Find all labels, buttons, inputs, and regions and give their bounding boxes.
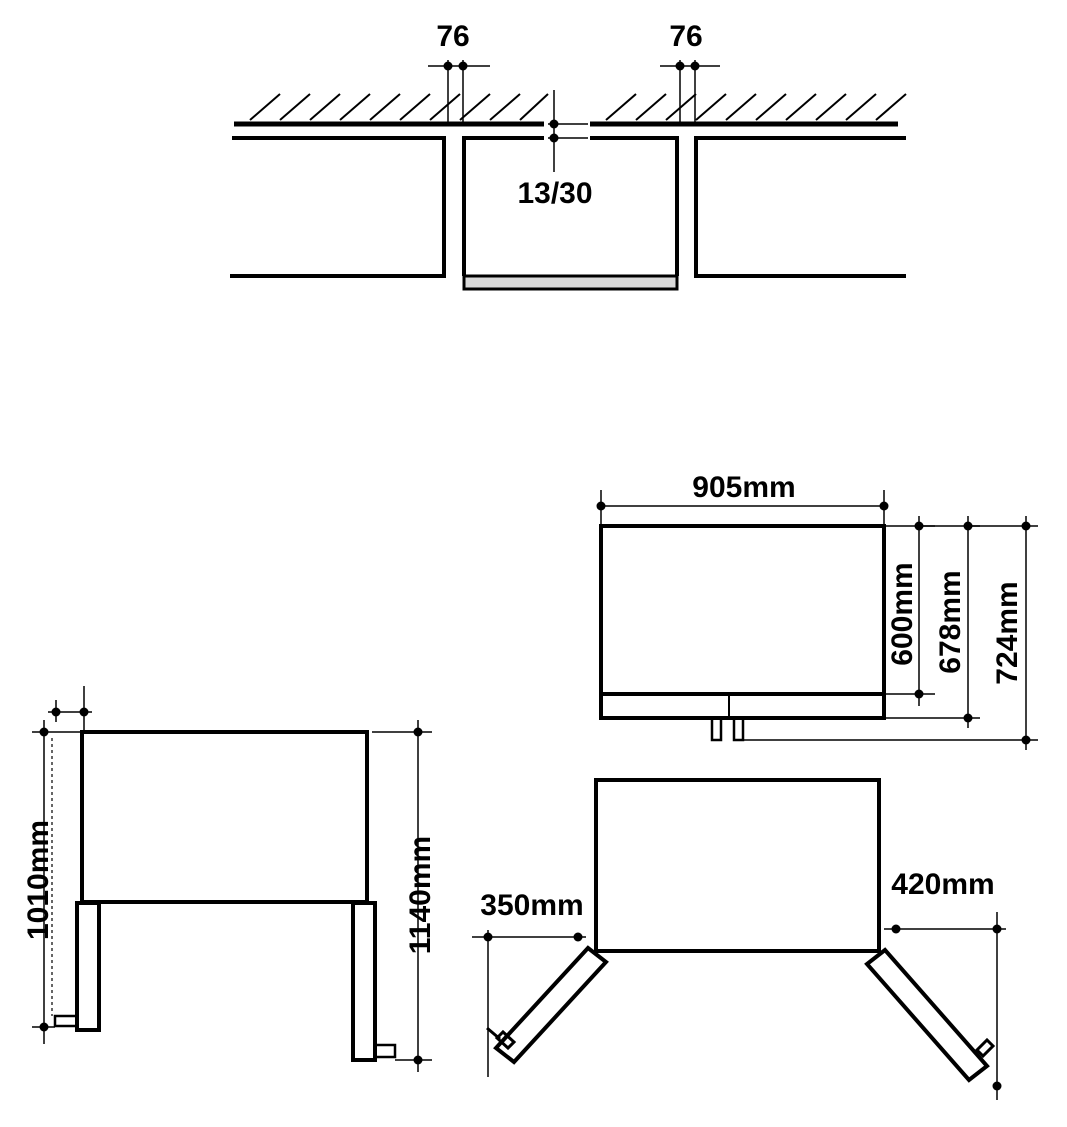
doors-open-view: 350mm 420mm bbox=[472, 778, 1006, 1100]
top-gap-dimension: 13/30 bbox=[517, 90, 593, 210]
left-door-clearance-dimension: 350mm bbox=[472, 889, 586, 1077]
depth-678-dimension: 678mm bbox=[884, 516, 980, 728]
left-clearance-label: 76 bbox=[436, 20, 469, 53]
right-open-door bbox=[864, 947, 996, 1083]
height-1010-label: 1010mm bbox=[22, 820, 55, 940]
side-view-heights: 1010mm 1140mm bbox=[22, 686, 437, 1072]
right-handle-side bbox=[373, 1043, 397, 1059]
left-handle bbox=[710, 716, 723, 742]
right-clearance-label: 76 bbox=[669, 20, 702, 53]
depth-600-label: 600mm bbox=[886, 562, 919, 665]
left-cabinet bbox=[230, 136, 446, 278]
right-clearance-dimension: 76 bbox=[660, 20, 720, 122]
height-1140-dimension: 1140mm bbox=[372, 720, 437, 1072]
fridge-plinth bbox=[462, 274, 679, 291]
depth-724-label: 724mm bbox=[991, 581, 1024, 684]
right-door-side bbox=[351, 901, 377, 1062]
fridge-side-body bbox=[80, 730, 369, 904]
plan-view-depths: 905mm 600mm 678mm bbox=[596, 471, 1038, 750]
left-open-door bbox=[486, 945, 609, 1065]
height-1140-label: 1140mm bbox=[404, 836, 437, 954]
gap-label: 13/30 bbox=[517, 177, 592, 210]
fridge-body-open bbox=[594, 778, 881, 953]
height-1010-dimension: 1010mm bbox=[22, 720, 82, 1044]
left-door-side bbox=[75, 901, 101, 1032]
fridge-body-plan bbox=[599, 524, 886, 696]
left-clearance-dimension: 76 bbox=[428, 20, 490, 122]
right-door-clearance-dimension: 420mm bbox=[884, 868, 1006, 1100]
installation-plan: 76 76 13/30 bbox=[230, 20, 907, 291]
right-cabinet bbox=[694, 136, 906, 278]
wall bbox=[234, 93, 907, 127]
width-label: 905mm bbox=[692, 471, 795, 504]
top-offset-dimension bbox=[48, 686, 92, 730]
right-handle bbox=[732, 716, 745, 742]
depth-724-dimension: 724mm bbox=[743, 516, 1038, 750]
left-door-clearance-label: 350mm bbox=[480, 889, 583, 922]
width-dimension: 905mm bbox=[596, 471, 889, 524]
fridge-doors-plan bbox=[599, 692, 886, 720]
left-handle-side bbox=[53, 1014, 79, 1028]
depth-678-label: 678mm bbox=[934, 570, 967, 673]
right-door-clearance-label: 420mm bbox=[891, 868, 994, 901]
depth-600-dimension: 600mm bbox=[884, 516, 935, 706]
wall-hatching bbox=[249, 93, 907, 121]
fridge-in-niche bbox=[462, 136, 679, 291]
